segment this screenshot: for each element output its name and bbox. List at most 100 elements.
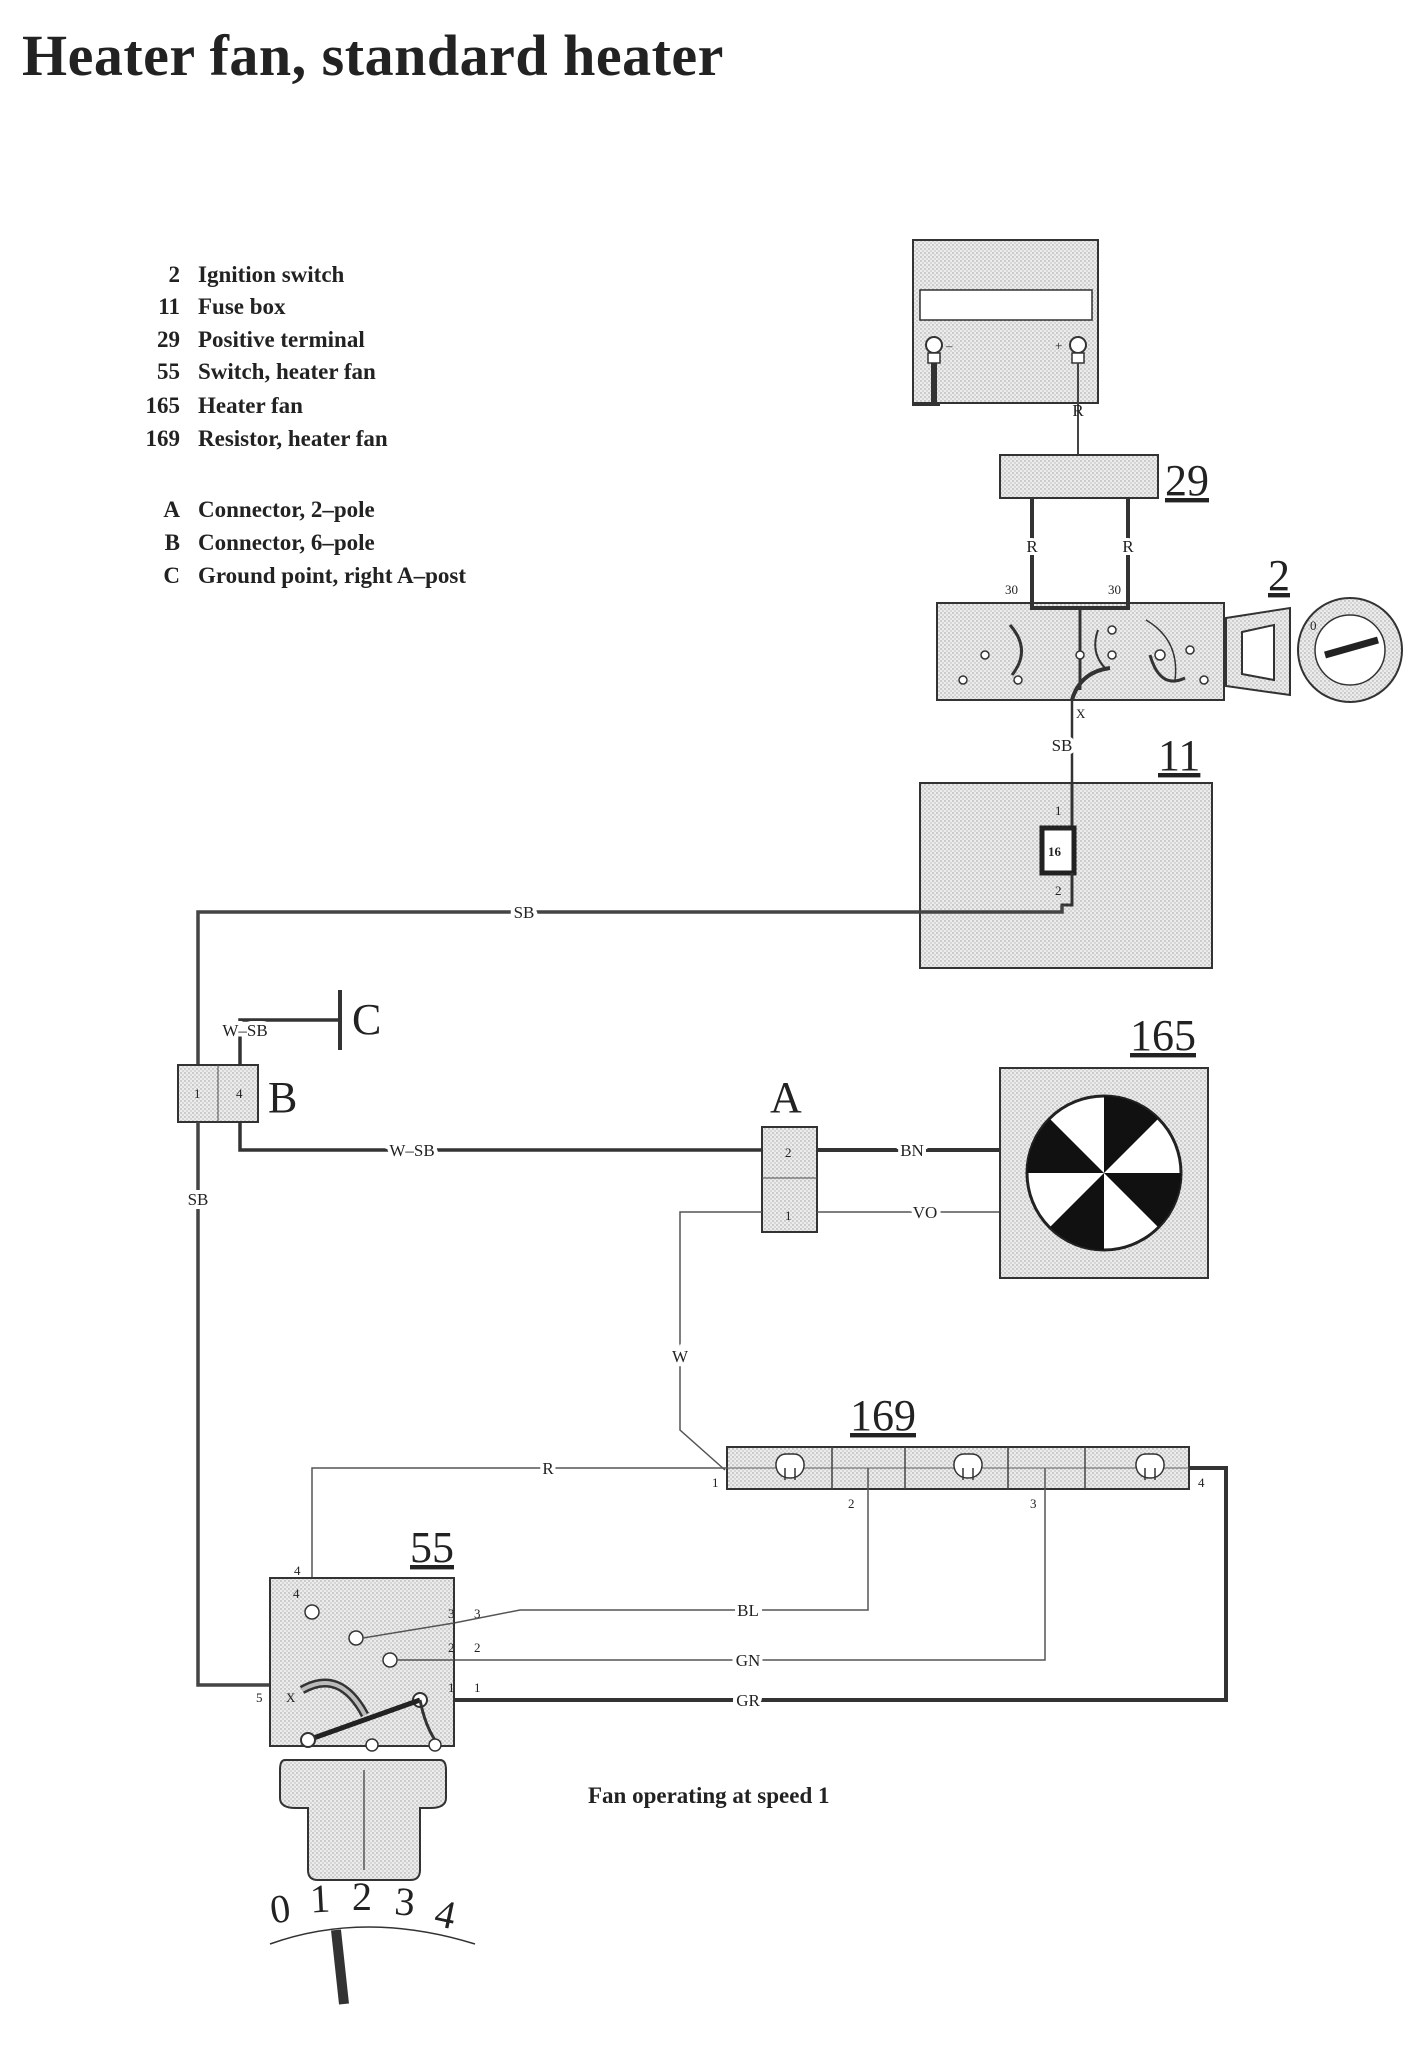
positive-terminal (999, 454, 1159, 499)
wire-label-vo-bg: VO (913, 1203, 938, 1222)
battery-plus-label: + (1055, 338, 1062, 353)
wire-label-r: R (1072, 401, 1084, 420)
wire-label-r-bg: R (1122, 537, 1134, 556)
wire-label-wsb-bg: W–SB (222, 1021, 267, 1040)
component-165-label: 165 (1130, 1011, 1196, 1060)
legend-num: 169 (145, 426, 181, 451)
wire-label-wsb: W–SB (222, 1021, 267, 1040)
component-b-label: B (268, 1073, 297, 1122)
legend-text: Connector, 2–pole (198, 497, 375, 522)
legend-text: Positive terminal (198, 327, 365, 352)
dial-label-1: 1 (309, 1876, 331, 1922)
key-position-0: 0 (1310, 618, 1317, 633)
connector-b-pin-1: 1 (194, 1086, 201, 1101)
fuse-pin-1-label: 1 (1055, 803, 1062, 818)
wire-label-gr-bg: GR (736, 1691, 760, 1710)
resistor-pin-4: 4 (1198, 1475, 1205, 1490)
switch-pin-3: 3 (448, 1606, 455, 1621)
wire-label-r: R (1026, 537, 1038, 556)
wire-label-bn-bg: BN (900, 1141, 924, 1160)
wire-label-r-bg: R (1026, 537, 1038, 556)
wire-label-sb: SB (188, 1190, 209, 1209)
heater-fan (999, 1067, 1209, 1279)
switch-pin-3-outer: 3 (474, 1606, 481, 1621)
connector-b: 1 4 (177, 1064, 259, 1123)
legend-num: C (163, 563, 180, 588)
fan-icon (1025, 1094, 1183, 1252)
page-title: Heater fan, standard heater (22, 23, 724, 88)
legend-text: Resistor, heater fan (198, 426, 388, 451)
switch-pin-4-outer: 4 (294, 1563, 301, 1578)
wire-label-sb-bg: SB (514, 903, 535, 922)
legend-text: Ignition switch (198, 262, 345, 287)
dial-label-3: 3 (393, 1878, 417, 1925)
legend-num: B (164, 530, 180, 555)
resistor-pin-3: 3 (1030, 1496, 1037, 1511)
switch-pin-2-outer: 2 (474, 1640, 481, 1655)
battery-positive-terminal-icon (1069, 336, 1087, 364)
battery-negative-terminal-icon (925, 336, 943, 364)
speed-dial: 0 1 2 3 4 (267, 1874, 476, 2005)
switch-pin-1-outer: 1 (474, 1680, 481, 1695)
wire-label-r: R (1122, 537, 1134, 556)
wire-label-r-bg: R (542, 1459, 554, 1478)
switch-pin-1: 1 (448, 1680, 455, 1695)
wire-label-sb: SB (514, 903, 535, 922)
component-c-label: C (352, 995, 381, 1044)
legend-text: Ground point, right A–post (198, 563, 466, 588)
dial-pointer (331, 1929, 349, 2005)
resistor-pin-2: 2 (848, 1496, 855, 1511)
battery-minus-label: – (945, 338, 953, 353)
resistor-pin-1: 1 (712, 1475, 719, 1490)
wire-label-gn: GN (736, 1651, 761, 1670)
wire-label-wsb: W–SB (389, 1141, 434, 1160)
component-55-label: 55 (410, 1523, 454, 1572)
legend-num: A (163, 497, 180, 522)
legend-num: 2 (168, 262, 181, 287)
wire-label-sb-bg: SB (188, 1190, 209, 1209)
ignition-key-connector (1225, 606, 1291, 697)
dial-label-0: 0 (267, 1885, 293, 1932)
wire-label-w: W (672, 1347, 689, 1366)
legend-text: Fuse box (198, 294, 286, 319)
pin-30-label: 30 (1108, 582, 1121, 597)
wire-label-vo: VO (913, 1203, 938, 1222)
component-11-label: 11 (1158, 731, 1200, 780)
wire-label-bn: BN (900, 1141, 924, 1160)
wire-label-wsb-bg: W–SB (389, 1141, 434, 1160)
fuse-pin-2-label: 2 (1055, 883, 1062, 898)
component-2-label: 2 (1268, 551, 1290, 600)
fuse-16-label: 16 (1048, 844, 1062, 859)
legend-num: 29 (157, 327, 180, 352)
battery: – + (912, 239, 1099, 404)
component-29-label: 29 (1165, 456, 1209, 505)
wire-label-sb-bg: SB (1052, 736, 1073, 755)
connector-a-pin-1: 1 (785, 1208, 792, 1223)
connector-b-pin-4: 4 (236, 1086, 243, 1101)
ignition-switch: 30 30 (936, 582, 1225, 701)
wire-label-x: X (1076, 706, 1086, 721)
legend-num: 165 (145, 393, 181, 418)
diagram-caption: Fan operating at speed 1 (588, 1783, 830, 1808)
wire-label-gr: GR (736, 1691, 760, 1710)
switch-x-label: X (286, 1690, 296, 1705)
component-a-label: A (770, 1073, 802, 1122)
legend-num: 55 (157, 359, 180, 384)
connector-a-pin-2: 2 (785, 1145, 792, 1160)
fuse-box: 1 16 2 (919, 782, 1213, 969)
ignition-key-icon: 0 (1297, 597, 1403, 703)
resistor-element-icon (953, 1453, 983, 1480)
switch-pin-4: 4 (293, 1586, 300, 1601)
resistor-element-icon (775, 1453, 805, 1480)
wire-label-gn-bg: GN (736, 1651, 761, 1670)
dial-label-4: 4 (431, 1890, 460, 1938)
legend-text: Heater fan (198, 393, 303, 418)
legend-text: Connector, 6–pole (198, 530, 375, 555)
switch-pin-2: 2 (448, 1640, 455, 1655)
wire-label-sb: SB (1052, 736, 1073, 755)
dial-label-2: 2 (352, 1874, 372, 1919)
wire-label-bl-bg: BL (737, 1601, 759, 1620)
resistor-element-icon (1135, 1453, 1165, 1480)
resistor-heater-fan: 1 2 3 4 (712, 1446, 1205, 1511)
